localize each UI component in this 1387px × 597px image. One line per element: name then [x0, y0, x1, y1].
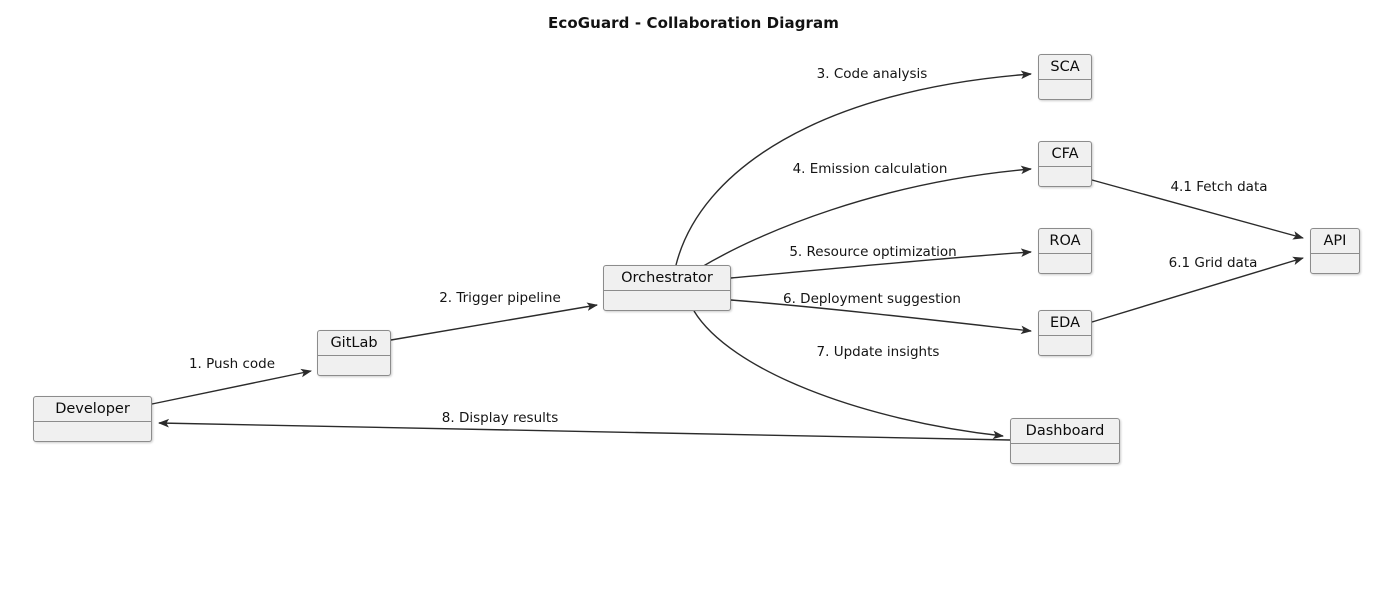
node-dashboard[interactable]: Dashboard — [1010, 418, 1120, 464]
edge-label-trigger-pipeline: 2. Trigger pipeline — [439, 290, 561, 306]
node-compartment — [1311, 254, 1359, 274]
node-label: API — [1311, 229, 1359, 254]
node-cfa[interactable]: CFA — [1038, 141, 1092, 187]
page-title: EcoGuard - Collaboration Diagram — [548, 14, 839, 32]
edge-path-display-results — [158, 418, 1011, 441]
node-developer[interactable]: Developer — [33, 396, 152, 442]
edge-path-emission-calculation — [699, 165, 1032, 269]
node-api[interactable]: API — [1310, 228, 1360, 274]
node-label: Dashboard — [1011, 419, 1119, 444]
node-label: SCA — [1039, 55, 1091, 80]
edge-path-push-code — [151, 368, 312, 405]
edge-label-update-insights: 7. Update insights — [816, 344, 940, 360]
node-label: CFA — [1039, 142, 1091, 167]
node-roa[interactable]: ROA — [1038, 228, 1092, 274]
edge-path-trigger-pipeline — [390, 302, 598, 341]
edge-label-resource-optimization: 5. Resource optimization — [789, 244, 957, 260]
node-compartment — [604, 291, 730, 311]
node-compartment — [1011, 444, 1119, 464]
edge-path-resource-optimization — [730, 248, 1032, 279]
edge-label-emission-calculation: 4. Emission calculation — [792, 161, 948, 177]
edge-path-grid-data — [1091, 256, 1304, 323]
node-label: Developer — [34, 397, 151, 422]
edge-label-grid-data: 6.1 Grid data — [1168, 255, 1258, 271]
node-compartment — [318, 356, 390, 376]
edge-path-update-insights — [693, 310, 1004, 440]
edge-label-fetch-data: 4.1 Fetch data — [1170, 179, 1268, 195]
edge-path-deployment-suggestion — [730, 299, 1032, 335]
node-label: ROA — [1039, 229, 1091, 254]
node-label: Orchestrator — [604, 266, 730, 291]
node-eda[interactable]: EDA — [1038, 310, 1092, 356]
node-compartment — [1039, 80, 1091, 100]
node-compartment — [1039, 254, 1091, 274]
node-orchestrator[interactable]: Orchestrator — [603, 265, 731, 311]
node-gitlab[interactable]: GitLab — [317, 330, 391, 376]
node-compartment — [1039, 167, 1091, 187]
node-label: GitLab — [318, 331, 390, 356]
edge-label-display-results: 8. Display results — [441, 410, 559, 426]
node-sca[interactable]: SCA — [1038, 54, 1092, 100]
edge-label-deployment-suggestion: 6. Deployment suggestion — [783, 291, 961, 307]
edge-path-code-analysis — [675, 70, 1032, 266]
edge-path-fetch-data — [1091, 179, 1304, 240]
edge-label-code-analysis: 3. Code analysis — [816, 66, 928, 82]
edge-label-push-code: 1. Push code — [188, 356, 276, 372]
node-compartment — [1039, 336, 1091, 356]
node-label: EDA — [1039, 311, 1091, 336]
node-compartment — [34, 422, 151, 442]
